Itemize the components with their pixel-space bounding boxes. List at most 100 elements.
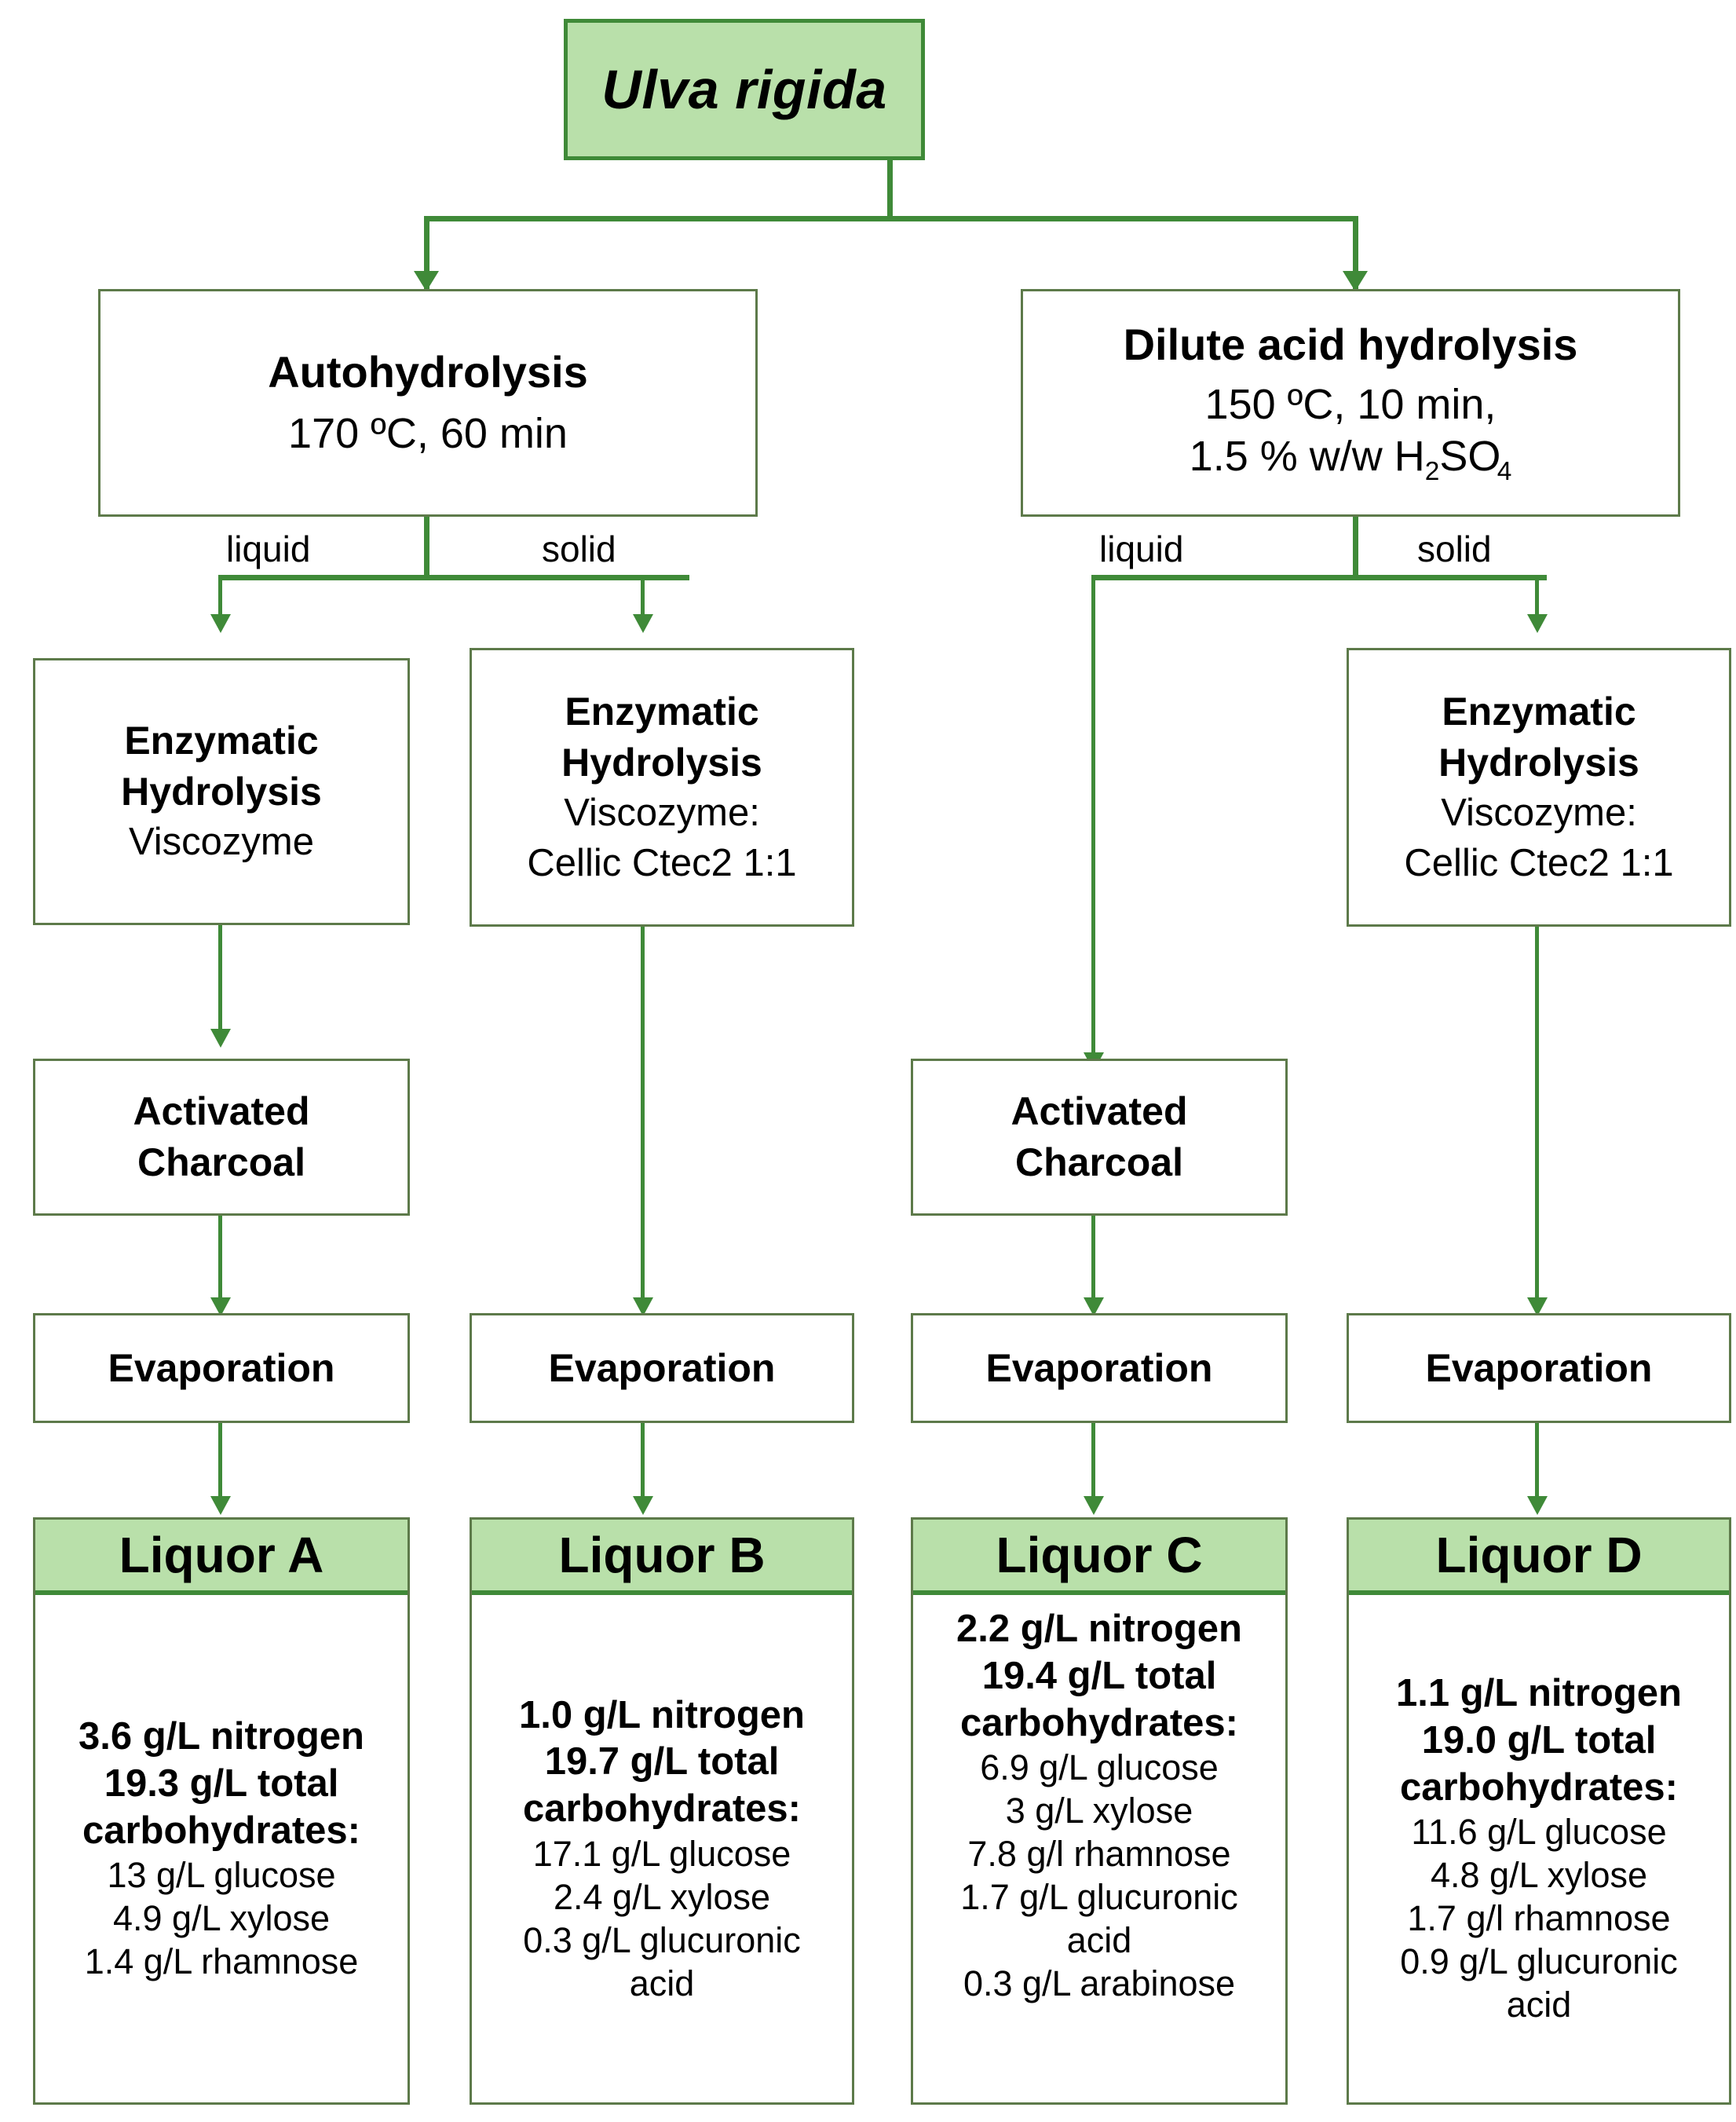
connector-auto-bus bbox=[218, 575, 689, 580]
node-evap-b[interactable]: Evaporation bbox=[470, 1313, 854, 1423]
liquor-d-plain-3: 1.7 g/l rhamnose bbox=[1407, 1898, 1671, 1939]
node-charcoal-a-line-1: Activated bbox=[133, 1089, 310, 1133]
node-enz-d-detail-2: Cellic Ctec2 1:1 bbox=[1404, 841, 1674, 884]
connector-auto-solid bbox=[641, 575, 645, 622]
liquor-b-bold-3: carbohydrates: bbox=[522, 1787, 801, 1831]
arrowhead-evapd-liquor bbox=[1527, 1496, 1548, 1515]
node-charcoal-c-line-1: Activated bbox=[1011, 1089, 1188, 1133]
liquor-d-plain-1: 11.6 g/L glucose bbox=[1411, 1812, 1667, 1853]
liquor-a-bold-1: 3.6 g/L nitrogen bbox=[79, 1715, 364, 1758]
liquor-b-plain-2: 2.4 g/L xylose bbox=[554, 1876, 770, 1917]
node-evap-c-label: Evaporation bbox=[985, 1345, 1213, 1390]
node-dilute-acid-hydrolysis[interactable]: Dilute acid hydrolysis 150 ºC, 10 min, 1… bbox=[1021, 289, 1680, 517]
node-autohydrolysis-title: Autohydrolysis bbox=[268, 346, 588, 397]
liquor-d-plain-4: 0.9 g/L glucuronic bbox=[1400, 1941, 1678, 1982]
liquor-d-bold-3: carbohydrates: bbox=[1399, 1765, 1678, 1809]
node-evap-a-label: Evaporation bbox=[108, 1345, 335, 1390]
liquor-a-bold-2: 19.3 g/L total bbox=[104, 1762, 339, 1805]
node-ulva-rigida[interactable]: Ulva rigida bbox=[564, 19, 925, 160]
node-dilute-acid-line-1: 150 ºC, 10 min, bbox=[1204, 380, 1497, 428]
node-liquor-b[interactable]: Liquor B 1.0 g/L nitrogen 19.7 g/L total… bbox=[470, 1517, 854, 2105]
liquor-a-plain-3: 1.4 g/L rhamnose bbox=[84, 1941, 359, 1982]
liquor-a-plain-1: 13 g/L glucose bbox=[107, 1855, 336, 1896]
liquor-c-bold-2: 19.4 g/L total bbox=[981, 1654, 1217, 1697]
node-charcoal-a[interactable]: Activated Charcoal bbox=[33, 1059, 410, 1216]
liquor-a-plain-2: 4.9 g/L xylose bbox=[113, 1898, 330, 1939]
arrowhead-enza-charcoal bbox=[210, 1029, 231, 1048]
arrowhead-evapc-liquor bbox=[1084, 1496, 1104, 1515]
node-liquor-d[interactable]: Liquor D 1.1 g/L nitrogen 19.0 g/L total… bbox=[1347, 1517, 1731, 2105]
connector-auto-stem bbox=[424, 517, 429, 580]
connector-evapd-liquor bbox=[1535, 1423, 1539, 1502]
liquor-d-bold-1: 1.1 g/L nitrogen bbox=[1396, 1672, 1682, 1715]
liquor-b-bold-1: 1.0 g/L nitrogen bbox=[519, 1693, 805, 1736]
connector-auto-liquid bbox=[218, 575, 222, 622]
node-liquor-b-body: 1.0 g/L nitrogen 19.7 g/L total carbohyd… bbox=[472, 1595, 852, 2102]
arrowhead-auto-liquid bbox=[210, 614, 231, 633]
node-enz-a-title-1: Enzymatic bbox=[124, 719, 319, 763]
connector-enzd-evap bbox=[1535, 927, 1539, 1304]
node-charcoal-a-line-2: Charcoal bbox=[137, 1140, 305, 1184]
node-enz-a-title-2: Hydrolysis bbox=[121, 770, 322, 814]
connector-evapa-liquor bbox=[218, 1423, 222, 1502]
node-liquor-b-header: Liquor B bbox=[472, 1520, 852, 1595]
connector-title-stem bbox=[887, 160, 893, 221]
connector-enzb-evap bbox=[641, 927, 645, 1304]
liquor-d-plain-5: acid bbox=[1506, 1984, 1572, 2025]
connector-acid-solid bbox=[1535, 575, 1539, 622]
arrowhead-to-autohydrolysis bbox=[414, 271, 439, 291]
connector-evapc-liquor bbox=[1091, 1423, 1095, 1502]
node-enz-b-title-1: Enzymatic bbox=[565, 689, 759, 734]
node-enz-b-detail-2: Cellic Ctec2 1:1 bbox=[527, 841, 797, 884]
node-enz-b-detail-1: Viscozyme: bbox=[564, 791, 760, 834]
node-liquor-d-body: 1.1 g/L nitrogen 19.0 g/L total carbohyd… bbox=[1349, 1595, 1729, 2102]
edge-label-acid-solid: solid bbox=[1417, 529, 1492, 569]
arrowhead-auto-solid bbox=[633, 614, 653, 633]
node-evap-d-label: Evaporation bbox=[1425, 1345, 1653, 1390]
connector-acid-bus bbox=[1091, 575, 1547, 580]
connector-to-dilute-acid bbox=[1353, 216, 1358, 291]
connector-evapb-liquor bbox=[641, 1423, 645, 1502]
node-liquor-d-header: Liquor D bbox=[1349, 1520, 1729, 1595]
arrowhead-to-dilute-acid bbox=[1343, 271, 1368, 291]
liquor-b-bold-2: 19.7 g/L total bbox=[544, 1740, 780, 1784]
node-enz-a[interactable]: Enzymatic Hydrolysis Viscozyme bbox=[33, 658, 410, 925]
node-evap-c[interactable]: Evaporation bbox=[911, 1313, 1288, 1423]
arrowhead-acid-solid bbox=[1527, 614, 1548, 633]
connector-enza-charcoal bbox=[218, 925, 222, 1035]
connector-to-autohydrolysis bbox=[424, 216, 429, 291]
connector-acid-stem bbox=[1353, 517, 1358, 580]
liquor-c-plain-5: acid bbox=[1066, 1919, 1132, 1960]
connector-split-bus bbox=[424, 216, 1358, 221]
node-evap-d[interactable]: Evaporation bbox=[1347, 1313, 1731, 1423]
node-enz-d-detail-1: Viscozyme: bbox=[1441, 791, 1637, 834]
node-enz-d[interactable]: Enzymatic Hydrolysis Viscozyme: Cellic C… bbox=[1347, 648, 1731, 927]
node-liquor-a-body: 3.6 g/L nitrogen 19.3 g/L total carbohyd… bbox=[35, 1595, 408, 2102]
node-evap-a[interactable]: Evaporation bbox=[33, 1313, 410, 1423]
node-enz-b[interactable]: Enzymatic Hydrolysis Viscozyme: Cellic C… bbox=[470, 648, 854, 927]
edge-label-acid-liquid: liquid bbox=[1099, 529, 1184, 569]
liquor-d-plain-2: 4.8 g/L xylose bbox=[1431, 1855, 1647, 1896]
liquor-c-plain-3: 7.8 g/l rhamnose bbox=[967, 1834, 1231, 1875]
node-enz-a-detail-1: Viscozyme bbox=[128, 821, 314, 864]
node-liquor-a-header: Liquor A bbox=[35, 1520, 408, 1595]
arrowhead-evapa-liquor bbox=[210, 1496, 231, 1515]
node-evap-b-label: Evaporation bbox=[548, 1345, 776, 1390]
node-liquor-a[interactable]: Liquor A 3.6 g/L nitrogen 19.3 g/L total… bbox=[33, 1517, 410, 2105]
node-liquor-c[interactable]: Liquor C 2.2 g/L nitrogen 19.4 g/L total… bbox=[911, 1517, 1288, 2105]
liquor-c-plain-2: 3 g/L xylose bbox=[1005, 1791, 1193, 1831]
node-liquor-c-header: Liquor C bbox=[913, 1520, 1285, 1595]
node-charcoal-c-line-2: Charcoal bbox=[1015, 1140, 1183, 1184]
liquor-c-plain-6: 0.3 g/L arabinose bbox=[963, 1963, 1236, 2003]
node-enz-b-title-2: Hydrolysis bbox=[561, 740, 762, 785]
liquor-c-bold-1: 2.2 g/L nitrogen bbox=[956, 1608, 1242, 1650]
node-autohydrolysis[interactable]: Autohydrolysis 170 ºC, 60 min bbox=[98, 289, 758, 517]
node-charcoal-c[interactable]: Activated Charcoal bbox=[911, 1059, 1288, 1216]
node-autohydrolysis-line-1: 170 ºC, 60 min bbox=[288, 410, 568, 458]
edge-label-auto-solid: solid bbox=[542, 529, 616, 569]
liquor-c-plain-1: 6.9 g/L glucose bbox=[980, 1747, 1219, 1788]
liquor-c-plain-4: 1.7 g/L glucuronic bbox=[960, 1876, 1238, 1917]
liquor-c-bold-3: carbohydrates: bbox=[959, 1701, 1238, 1744]
node-enz-d-title-2: Hydrolysis bbox=[1438, 740, 1639, 785]
